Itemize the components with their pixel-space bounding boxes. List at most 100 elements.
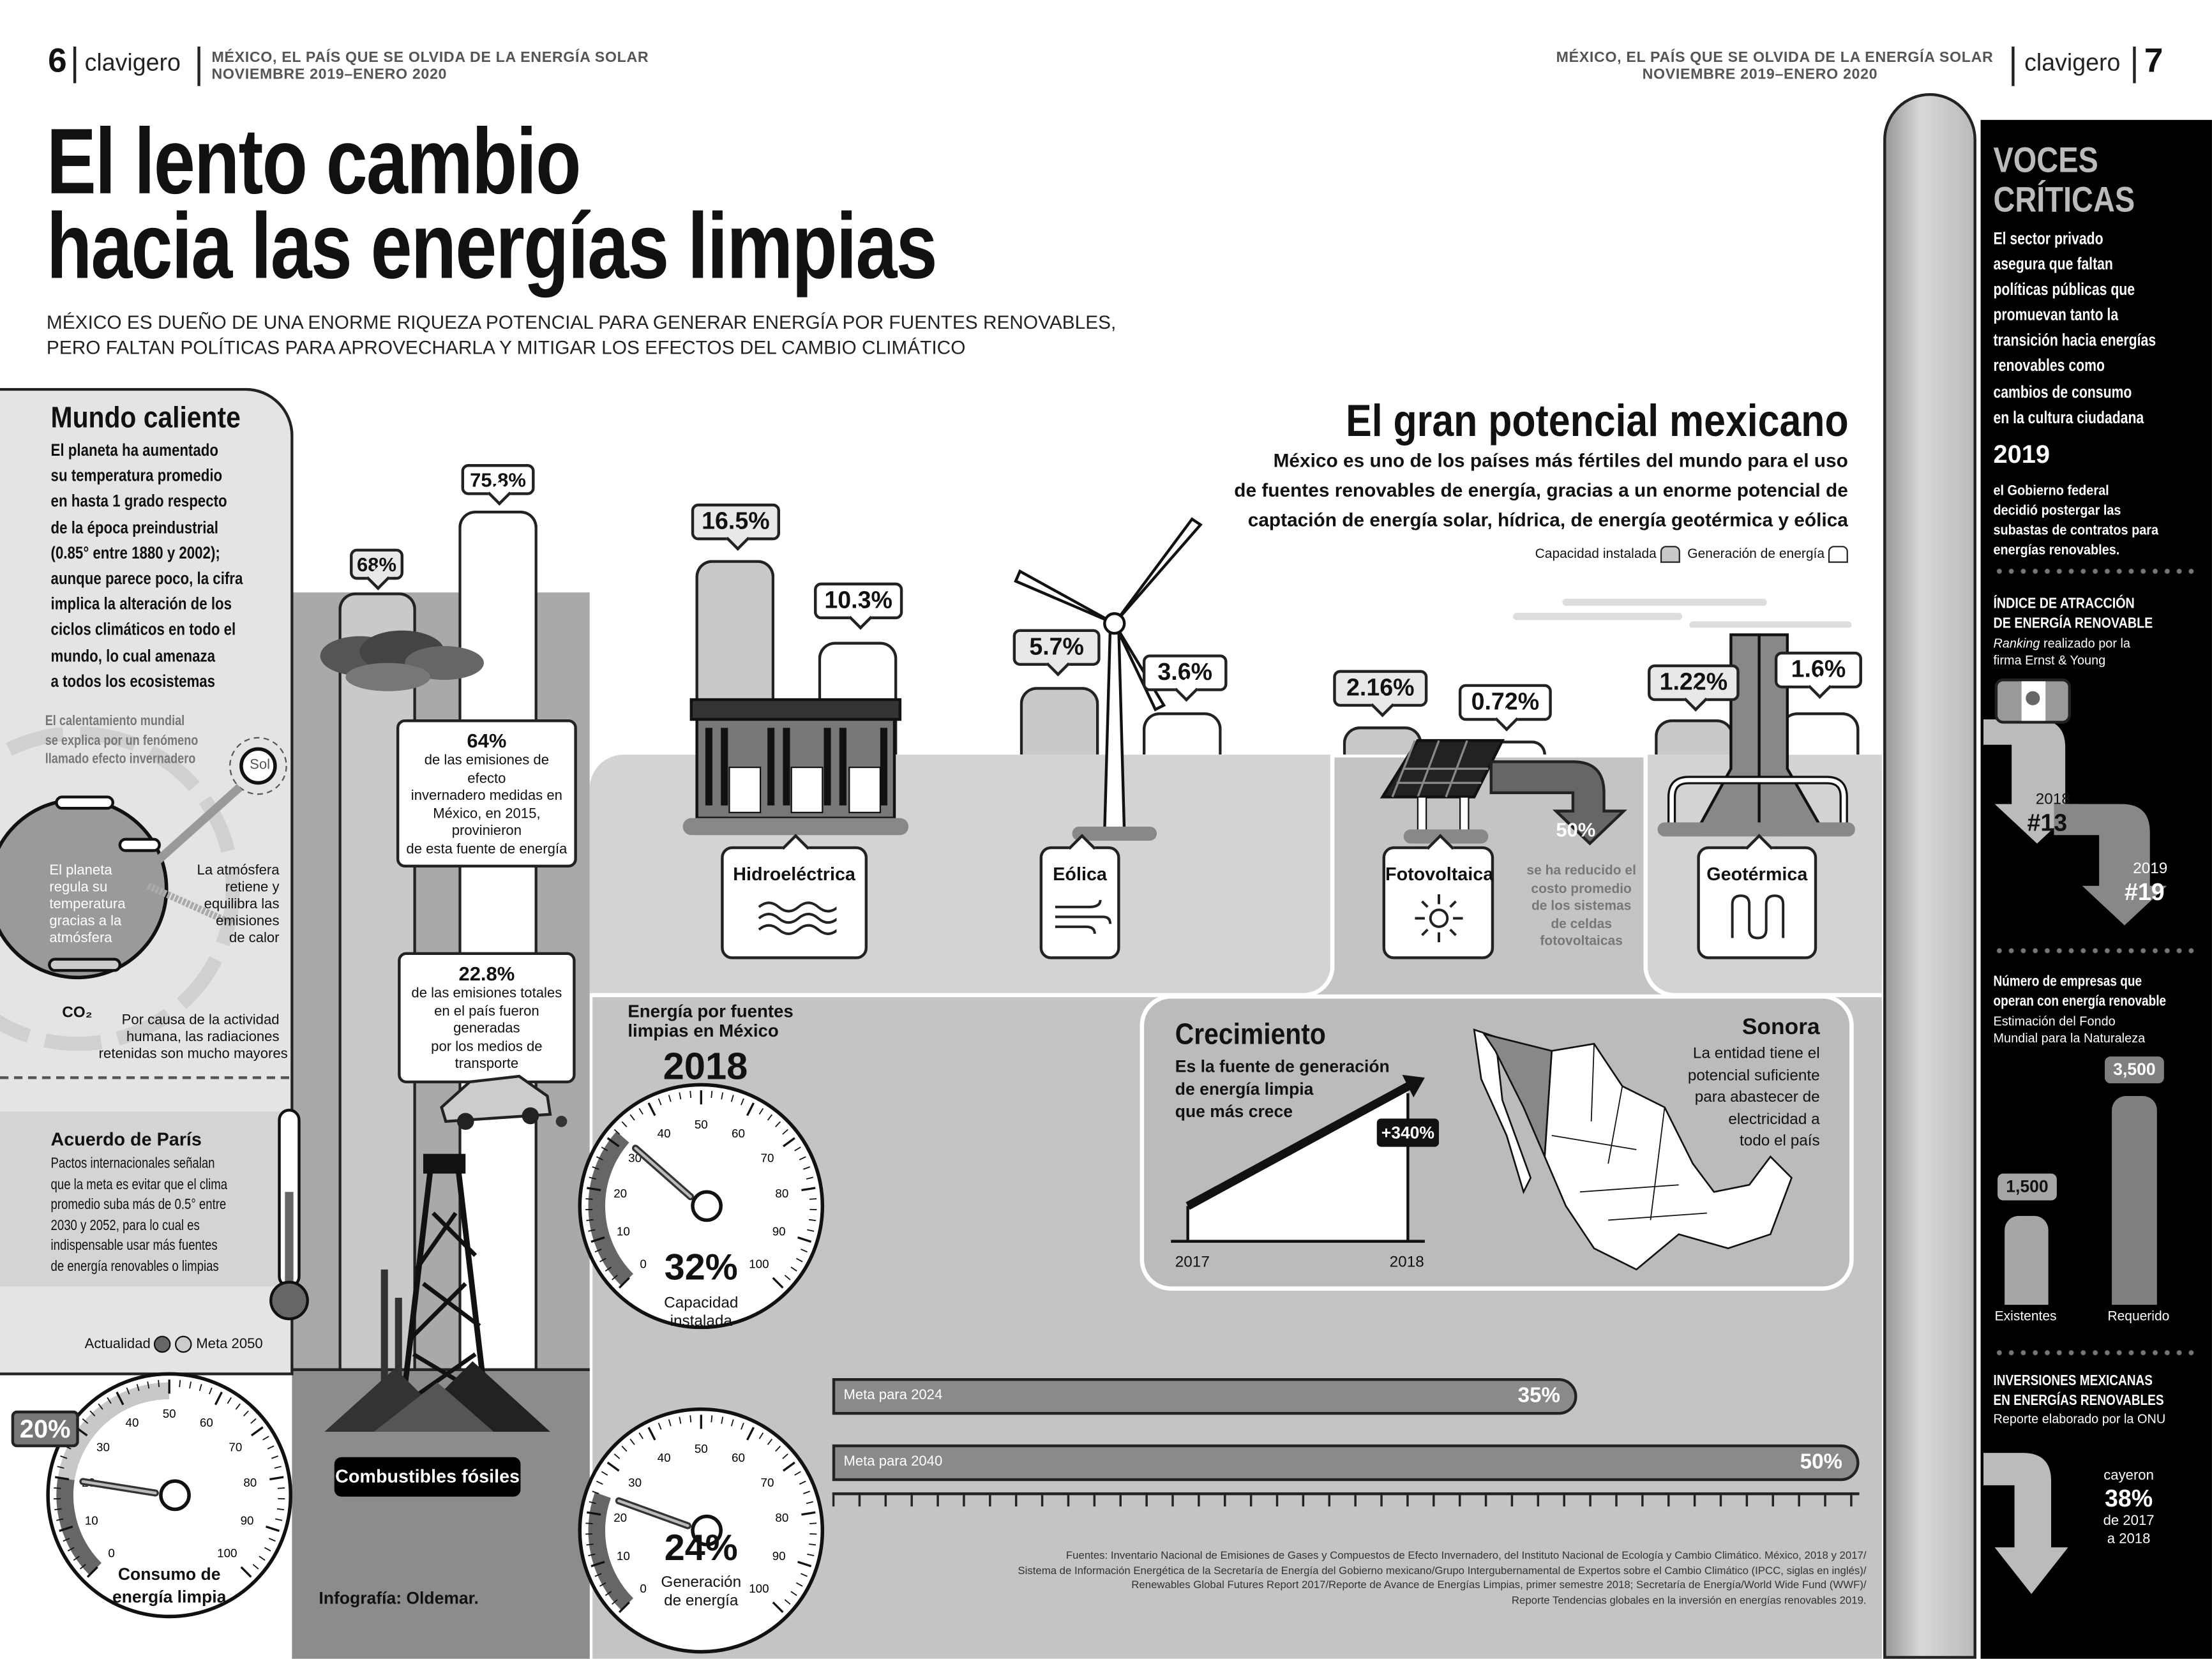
gauge-tick xyxy=(801,1187,816,1192)
gauge-tick xyxy=(79,1564,86,1570)
gauge-tick xyxy=(158,1379,160,1388)
gauge-tick xyxy=(647,1102,656,1116)
gauge-tick xyxy=(116,1392,124,1406)
text-line: en hasta 1 grado respecto xyxy=(50,491,227,511)
text-line: Por causa de la actividad xyxy=(121,1012,280,1028)
gauge-tick xyxy=(269,1476,284,1481)
inversiones-text: cayeron 38% de 2017 a 2018 xyxy=(2079,1467,2178,1549)
geo-capacity-label: 1.22% xyxy=(1648,664,1740,702)
gauge-value-arc xyxy=(588,1131,634,1286)
title-line: Energía por fuentes xyxy=(628,1001,794,1021)
requerido-bar xyxy=(2112,1096,2157,1305)
gauge-tick xyxy=(801,1249,808,1253)
gauge-tick xyxy=(790,1591,797,1596)
growth-chart xyxy=(1171,1074,1425,1243)
text-line: se ha reducido el xyxy=(1526,863,1636,879)
fossil-label: Combustibles fósiles xyxy=(334,1457,521,1497)
gauge-tick xyxy=(679,1092,682,1100)
gauge-tick-label: 0 xyxy=(108,1547,114,1560)
gauge-tick xyxy=(56,1518,64,1521)
title-line: VOCES xyxy=(1993,140,2098,181)
growth-line xyxy=(1185,1079,1416,1210)
text-line: se explica por un fenómeno xyxy=(45,732,199,749)
gauge-tick xyxy=(782,1129,788,1135)
dotted-divider xyxy=(1993,1349,2198,1356)
text-line: aunque parece poco, la cifra xyxy=(50,568,243,589)
gauge-tick xyxy=(179,1379,181,1388)
gauge-tick xyxy=(806,1501,814,1505)
text-line: temperatura xyxy=(49,897,126,913)
credit: Infografía: Oldemar. xyxy=(319,1588,479,1609)
gauge-tick xyxy=(73,1556,80,1561)
caption-line: de energía xyxy=(664,1592,739,1610)
gauge-tick xyxy=(775,1121,781,1127)
text-line: de los sistemas xyxy=(1531,898,1632,914)
text-line: cambios de consumo xyxy=(1993,381,2132,402)
generacion-value: 24% xyxy=(664,1526,738,1569)
gauge-tick xyxy=(601,1471,608,1476)
gauge-tick xyxy=(54,1487,61,1489)
mexico-map xyxy=(1473,1028,1793,1271)
inv-value: 38% xyxy=(2104,1485,2153,1512)
gauge-tick xyxy=(268,1538,276,1542)
gauge-tick xyxy=(668,1419,672,1427)
smoke-cloud-icon xyxy=(320,630,484,691)
gauge-tick-label: 50 xyxy=(695,1442,708,1455)
sonora-title: Sonora xyxy=(1742,1016,1820,1040)
gauge-tick xyxy=(784,1599,791,1605)
gauge-tick xyxy=(147,1381,150,1389)
gauge-tick xyxy=(711,1415,713,1423)
text-line: gracias a la xyxy=(49,913,122,930)
legend-swatch-light xyxy=(175,1335,193,1353)
caption-line: energía limpia xyxy=(112,1587,227,1607)
text-line: de calor xyxy=(229,931,280,947)
legend-generation-swatch xyxy=(1828,546,1848,563)
text-line: costo promedio xyxy=(1531,881,1632,897)
text-line: que la meta es evitar que el clima xyxy=(50,1175,228,1193)
geothermal-plant-icon xyxy=(1657,633,1855,837)
eolica-generation-bar xyxy=(1142,712,1222,755)
legend-capacity-swatch xyxy=(1660,546,1680,563)
gauge-tick xyxy=(679,1416,682,1424)
gauge-tick-label: 100 xyxy=(749,1582,769,1595)
gauge-tick xyxy=(783,1461,795,1472)
text-line: fotovoltaicas xyxy=(1540,933,1623,950)
caption-line: instalada xyxy=(670,1313,732,1330)
dotted-divider xyxy=(1993,947,2198,954)
header-section-right: MÉXICO, EL PAÍS QUE SE OLVIDA DE LA ENER… xyxy=(1556,49,1994,83)
text-line: decidió postergar las xyxy=(1993,503,2121,520)
gauge-tick xyxy=(86,1566,98,1578)
gauge-tick xyxy=(801,1511,816,1516)
gauge-tick xyxy=(63,1538,70,1542)
gauge-tick xyxy=(594,1249,602,1253)
geo-generation-label: 1.6% xyxy=(1774,651,1862,689)
issue-date: NOVIEMBRE 2019–ENERO 2020 xyxy=(1642,66,1878,84)
gauge-tick xyxy=(586,1543,594,1546)
ruler xyxy=(832,1492,1860,1507)
text-line: de fuentes renovables de energía, gracia… xyxy=(1234,479,1848,501)
gauge-tick xyxy=(730,1095,734,1102)
gauge-tick xyxy=(274,1466,282,1469)
brand-right: clavigero xyxy=(2024,49,2121,77)
gauge-tick xyxy=(271,1455,278,1459)
sources-text: Fuentes: Inventario Nacional de Emisione… xyxy=(1018,1549,1866,1608)
text-line: asegura que faltan xyxy=(1993,253,2113,274)
gauge-tick xyxy=(57,1466,64,1469)
gauge-tick xyxy=(746,1427,755,1441)
text-line: promuevan tanto la xyxy=(1993,304,2119,325)
title-line: hacia las energías limpias xyxy=(46,193,938,298)
gauge-tick xyxy=(721,1416,724,1424)
requerido-label: Requerido xyxy=(2107,1309,2170,1325)
voces-year: 2019 xyxy=(1993,440,2050,469)
note-line: México, en 2015, provinieron xyxy=(433,806,541,839)
gauge-tick-label: 50 xyxy=(163,1407,176,1420)
gauge-tick-label: 30 xyxy=(628,1476,642,1489)
gauge-tick-label: 70 xyxy=(761,1152,774,1165)
gauge-tick xyxy=(721,1092,724,1100)
inv-line: a 2018 xyxy=(2107,1531,2151,1548)
